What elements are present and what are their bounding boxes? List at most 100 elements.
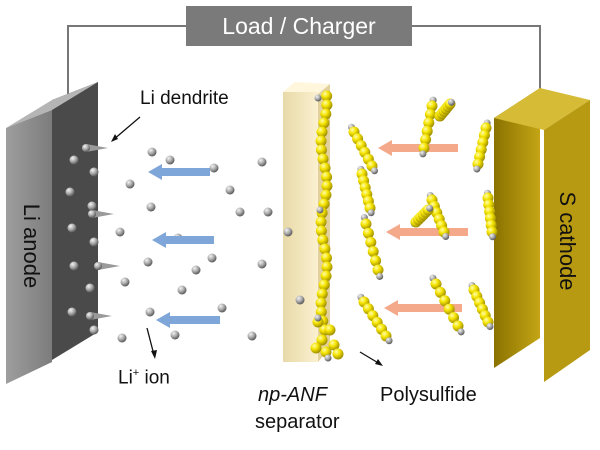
trapped-sulfur [321, 180, 333, 192]
li-ion [165, 155, 175, 165]
polysulfide-sulfur [439, 295, 451, 307]
li-ion [247, 331, 257, 341]
chain-li-end [371, 167, 379, 175]
trapped-sulfur [318, 279, 330, 291]
li-dendrite [92, 210, 114, 218]
trapped-sulfur [320, 270, 332, 282]
separator-name-label: np-ANF [258, 384, 327, 406]
li-ion [89, 325, 99, 335]
anode-front-face [6, 110, 52, 384]
li-dendrite [98, 262, 120, 270]
chain-li-end [419, 150, 427, 158]
trapped-sulfur [328, 339, 340, 351]
li-ion [217, 303, 227, 313]
li-ion [209, 163, 219, 173]
trapped-sulfur [319, 243, 331, 255]
li-ion-arrow [156, 312, 220, 328]
li-ion [146, 202, 156, 212]
trapped-sulfur [320, 189, 332, 201]
chain-li-end [489, 233, 497, 241]
trapped-sulfur [321, 252, 333, 264]
chain-li-end [385, 337, 393, 345]
trapped-sulfur [315, 297, 327, 309]
li-ion-suffix: ion [139, 367, 170, 389]
trapped-sulfur [320, 108, 332, 120]
trapped-sulfur [318, 117, 330, 129]
chain-li-end [447, 98, 455, 106]
trapped-sulfur [315, 144, 327, 156]
polysulfide-arrow [386, 224, 468, 240]
li-endcap [314, 94, 322, 102]
cathode-label: S cathode [555, 191, 580, 291]
li-ion [263, 207, 273, 217]
li-dendrite [86, 144, 108, 152]
chain-li-end [426, 204, 434, 212]
trapped-sulfur [321, 90, 333, 102]
dendrite-tip [88, 210, 96, 218]
trapped-sulfur [332, 348, 344, 360]
li-endcap [324, 354, 332, 362]
li-endcap [316, 206, 324, 214]
chain-li-end [367, 209, 375, 217]
cathode-top-face [494, 88, 590, 130]
polysulfide-sulfur [443, 303, 455, 315]
chain-li-end [376, 272, 384, 280]
li-ion [170, 330, 180, 340]
li-ion [143, 257, 153, 267]
separator-word-label: separator [255, 411, 340, 433]
chain-li-end [457, 328, 465, 336]
separator-sulfur-layer [310, 90, 344, 362]
li-ion-base: Li [118, 367, 133, 389]
polysulfide-sulfur [362, 227, 374, 239]
polysulfide-pointer-head [375, 359, 383, 366]
polysulfide-sulfur [360, 218, 372, 230]
anode-top-face [6, 82, 98, 128]
li-ion-arrow [152, 232, 214, 248]
li-ion [207, 253, 217, 263]
polysulfide-sulfur [424, 108, 436, 120]
li-ion [257, 157, 267, 167]
trapped-sulfur [316, 334, 328, 346]
li-ion-layer [65, 147, 305, 343]
trapped-sulfur [317, 153, 329, 165]
dendrite-tip [86, 312, 94, 320]
li-ion-arrow [148, 164, 210, 180]
chain-li-end [473, 165, 481, 173]
li-ion [117, 333, 127, 343]
li-ion [69, 261, 79, 271]
trapped-sulfur [316, 126, 328, 138]
dendrite-layer [82, 144, 120, 320]
chain-li-end [442, 232, 450, 240]
li-ion [87, 201, 97, 211]
polysulfide-sulfur [372, 264, 384, 276]
li-ion [225, 185, 235, 195]
li-ion [67, 307, 77, 317]
li-ion [295, 295, 305, 305]
li-ion [85, 283, 95, 293]
li-ion [115, 227, 125, 237]
separator-top-face [283, 82, 330, 94]
anode-label: Li anode [19, 203, 44, 289]
cathode-side-face [494, 88, 540, 368]
li-ion [69, 155, 79, 165]
trapped-sulfur [321, 99, 333, 111]
trapped-sulfur [324, 324, 336, 336]
dendrite-pointer-head [111, 134, 118, 142]
polysulfide-sulfur [423, 117, 435, 129]
li-ion [191, 265, 201, 275]
polysulfide-sulfur [434, 286, 446, 298]
polysulfide-arrow [378, 140, 458, 156]
li-ion [283, 227, 293, 237]
polysulfide-sulfur [426, 100, 438, 112]
li-ion [147, 147, 157, 157]
dendrite-pointer [112, 116, 141, 141]
polysulfide-chain-layer [347, 96, 498, 345]
polysulfide-sulfur [370, 255, 382, 267]
trapped-sulfur [317, 234, 329, 246]
polysulfide-sulfur [367, 246, 379, 258]
li-ion [177, 285, 187, 295]
li-ion-label: Li+ ion [118, 367, 170, 389]
polysulfide-sulfur [421, 125, 433, 137]
